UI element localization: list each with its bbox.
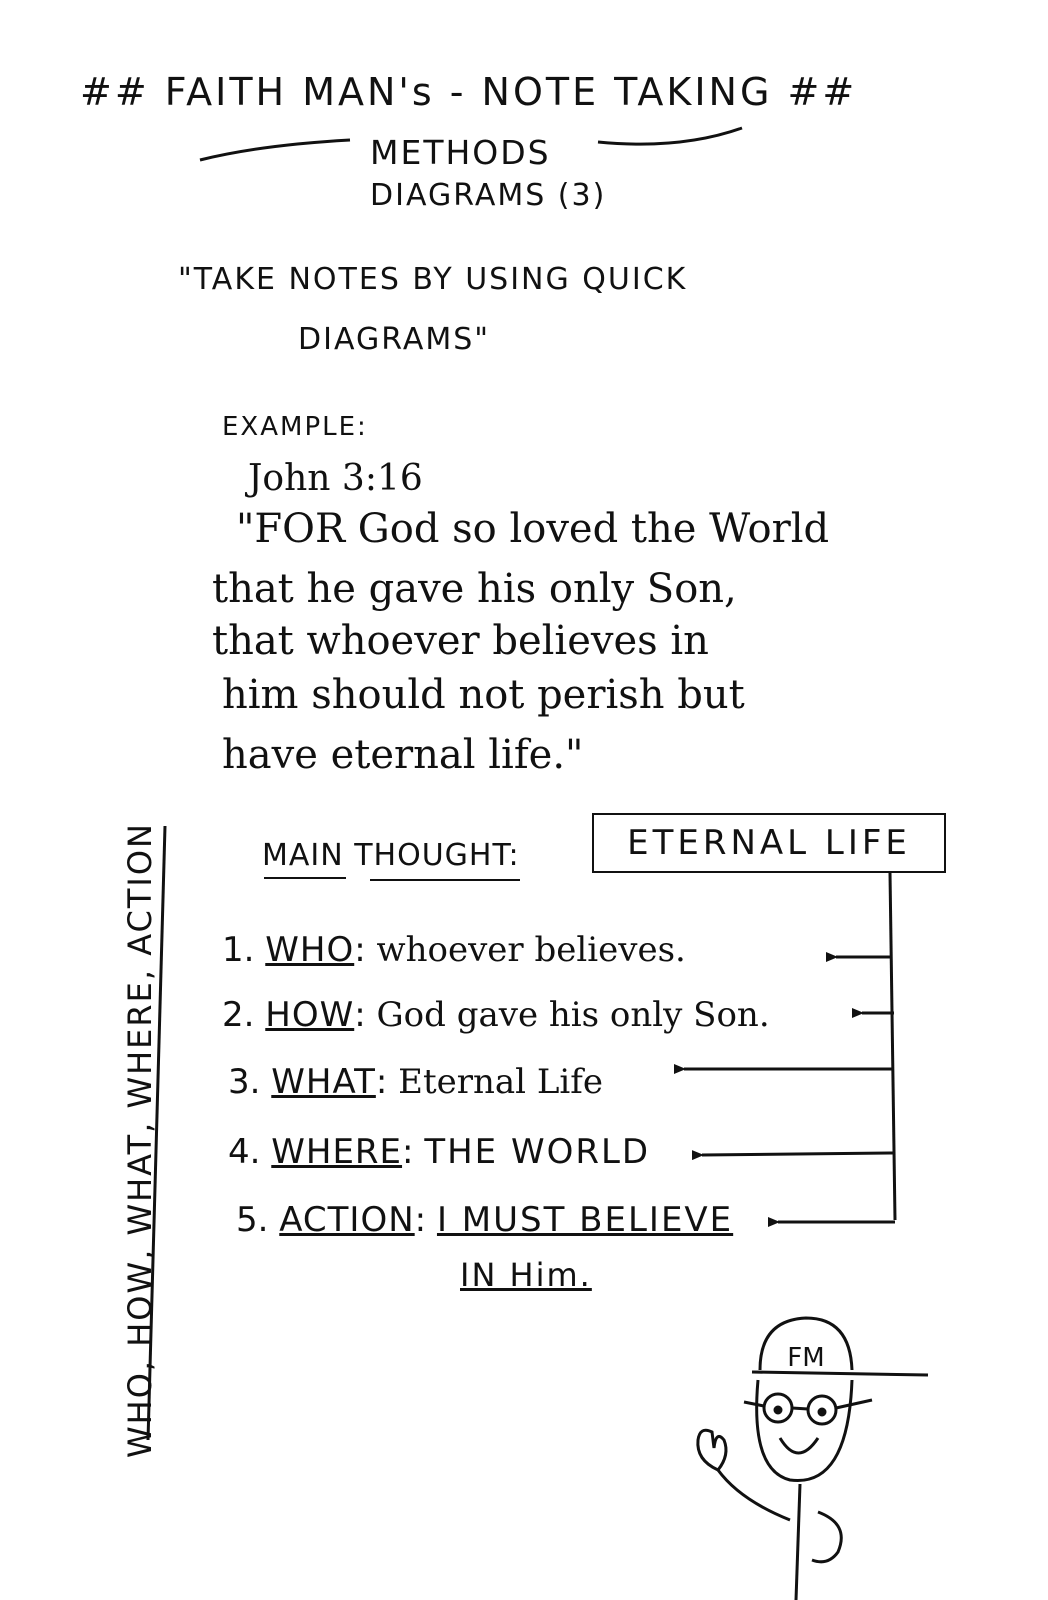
smile-icon [778,1437,820,1455]
section-label: DIAGRAMS (3) [370,178,607,213]
example-label: EXAMPLE: [222,412,368,442]
verse-line: that whoever believes in [212,618,709,664]
item-number: 4. [228,1132,261,1172]
item-number: 3. [228,1062,261,1102]
verse-line: him should not perish but [222,672,745,718]
item-separator: : [354,995,366,1035]
verse-line: that he gave his only Son, [212,566,737,612]
page-title: ## FAITH MAN's - NOTE TAKING ## [80,70,858,114]
body-line [794,1483,802,1600]
item-separator: : [402,1132,414,1172]
page-subtitle: METHODS [370,133,551,172]
main-thought-label: MAIN THOUGHT: [262,838,520,873]
cap-brim [751,1370,929,1377]
glasses-right-icon [806,1394,838,1426]
faith-man-character [696,1316,929,1600]
item-key: HOW [265,995,355,1035]
item-answer: Eternal Life [398,1062,603,1102]
verse-line: have eternal life." [222,732,584,778]
item-separator: : [375,1062,388,1102]
list-item: 1. WHO: whoever believes. [222,930,686,970]
item-number: 5. [236,1200,269,1240]
list-item: 5. ACTION: I MUST BELIEVE [236,1200,733,1240]
item-answer-continued: IN Him. [460,1256,592,1294]
item-key: ACTION [279,1200,415,1240]
waving-arm [716,1469,791,1522]
item-key: WHO [265,930,355,970]
item-key: WHERE [271,1132,403,1172]
verse-line: "FOR God so loved the World [236,506,830,552]
decorative-swoosh-right [597,126,743,146]
cap-label: FM [787,1343,824,1373]
list-item: 3. WHAT: Eternal Life [228,1062,603,1102]
main-thought-box: ETERNAL LIFE [592,813,946,873]
item-key: WHAT [271,1062,376,1102]
list-item: 4. WHERE: THE WORLD [228,1132,650,1172]
item-separator: : [414,1200,427,1240]
head-outline [755,1379,854,1483]
item-answer: THE WORLD [424,1132,651,1172]
list-item: 2. HOW: God gave his only Son. [222,995,770,1035]
item-answer: I MUST BELIEVE [436,1200,734,1240]
cap-icon [758,1316,854,1371]
item-number: 2. [222,995,255,1035]
side-bracket-line [146,825,167,1441]
item-separator: : [354,930,366,970]
item-answer: whoever believes. [376,930,686,970]
item-number: 1. [222,930,255,970]
intro-quote-line-2: DIAGRAMS" [298,322,491,357]
verse-reference: John 3:16 [248,458,423,499]
arrow-where [691,1150,895,1161]
connector-vertical [888,872,897,1221]
item-answer: God gave his only Son. [376,995,770,1035]
decorative-swoosh-left [199,138,351,162]
hand-icon [696,1428,728,1472]
intro-quote-line-1: "TAKE NOTES BY USING QUICK [178,262,688,297]
